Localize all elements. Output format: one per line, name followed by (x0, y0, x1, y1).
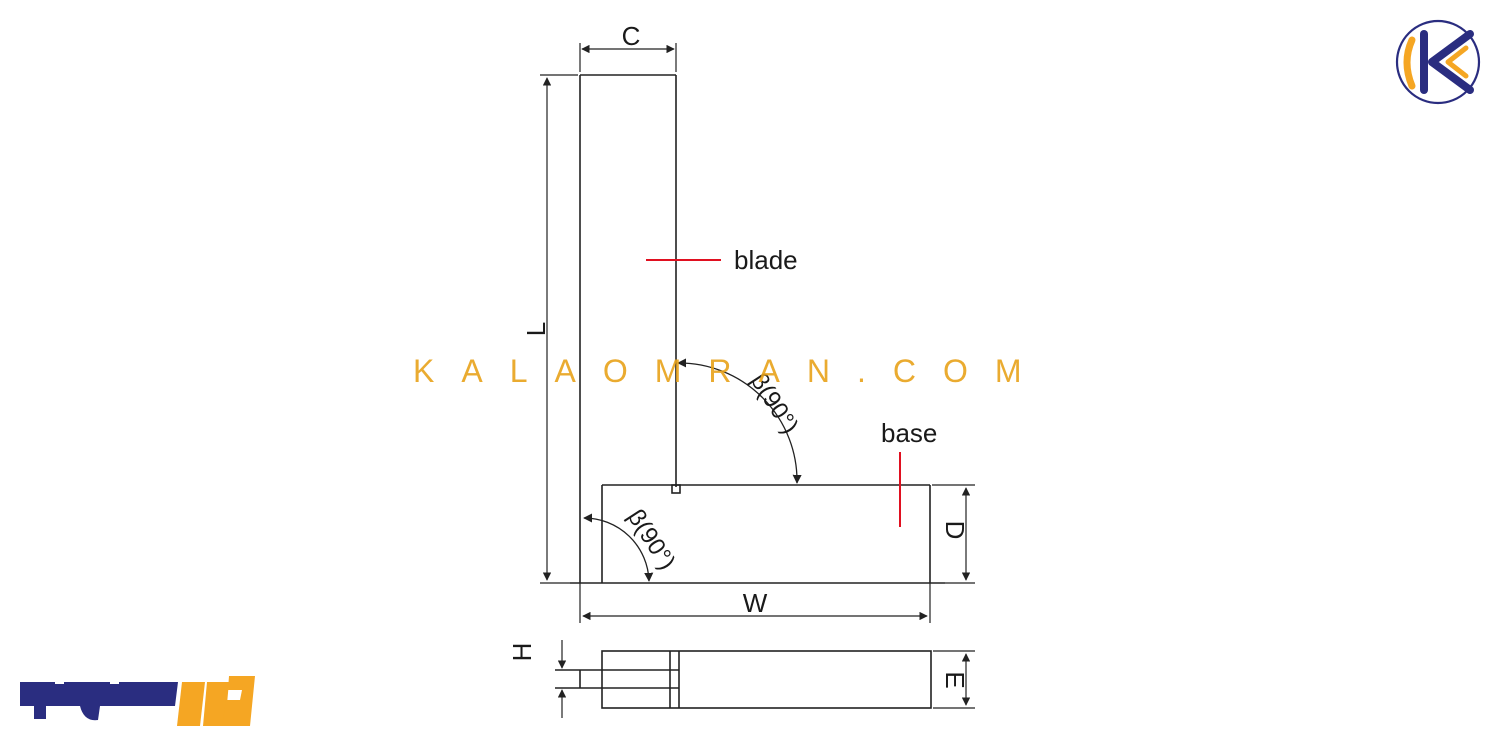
dimension-w (579, 583, 931, 623)
dimension-w-label: W (743, 588, 768, 618)
dimension-l (540, 74, 578, 584)
dimension-e-label: E (940, 671, 970, 688)
kalaomran-wordmark-logo (20, 676, 255, 726)
inner-angle-label: β(90°) (622, 505, 681, 575)
dimension-d (932, 484, 975, 584)
dimension-e (933, 650, 975, 709)
outer-angle-arc (677, 358, 802, 484)
dimension-h-label: H (507, 643, 537, 662)
base-label: base (881, 418, 937, 448)
bottom-view-outline (555, 650, 932, 709)
dimension-d-label: D (940, 521, 970, 540)
watermark-text: KALAOMRAN.COM (413, 353, 1049, 389)
inner-angle-arc (583, 513, 654, 582)
blade-label: blade (734, 245, 798, 275)
dimension-c (579, 43, 677, 72)
kalaomran-k-badge-icon (1395, 19, 1481, 105)
dimension-c-label: C (622, 21, 641, 51)
dimension-l-label: L (521, 322, 551, 336)
blade-outline (579, 74, 677, 583)
